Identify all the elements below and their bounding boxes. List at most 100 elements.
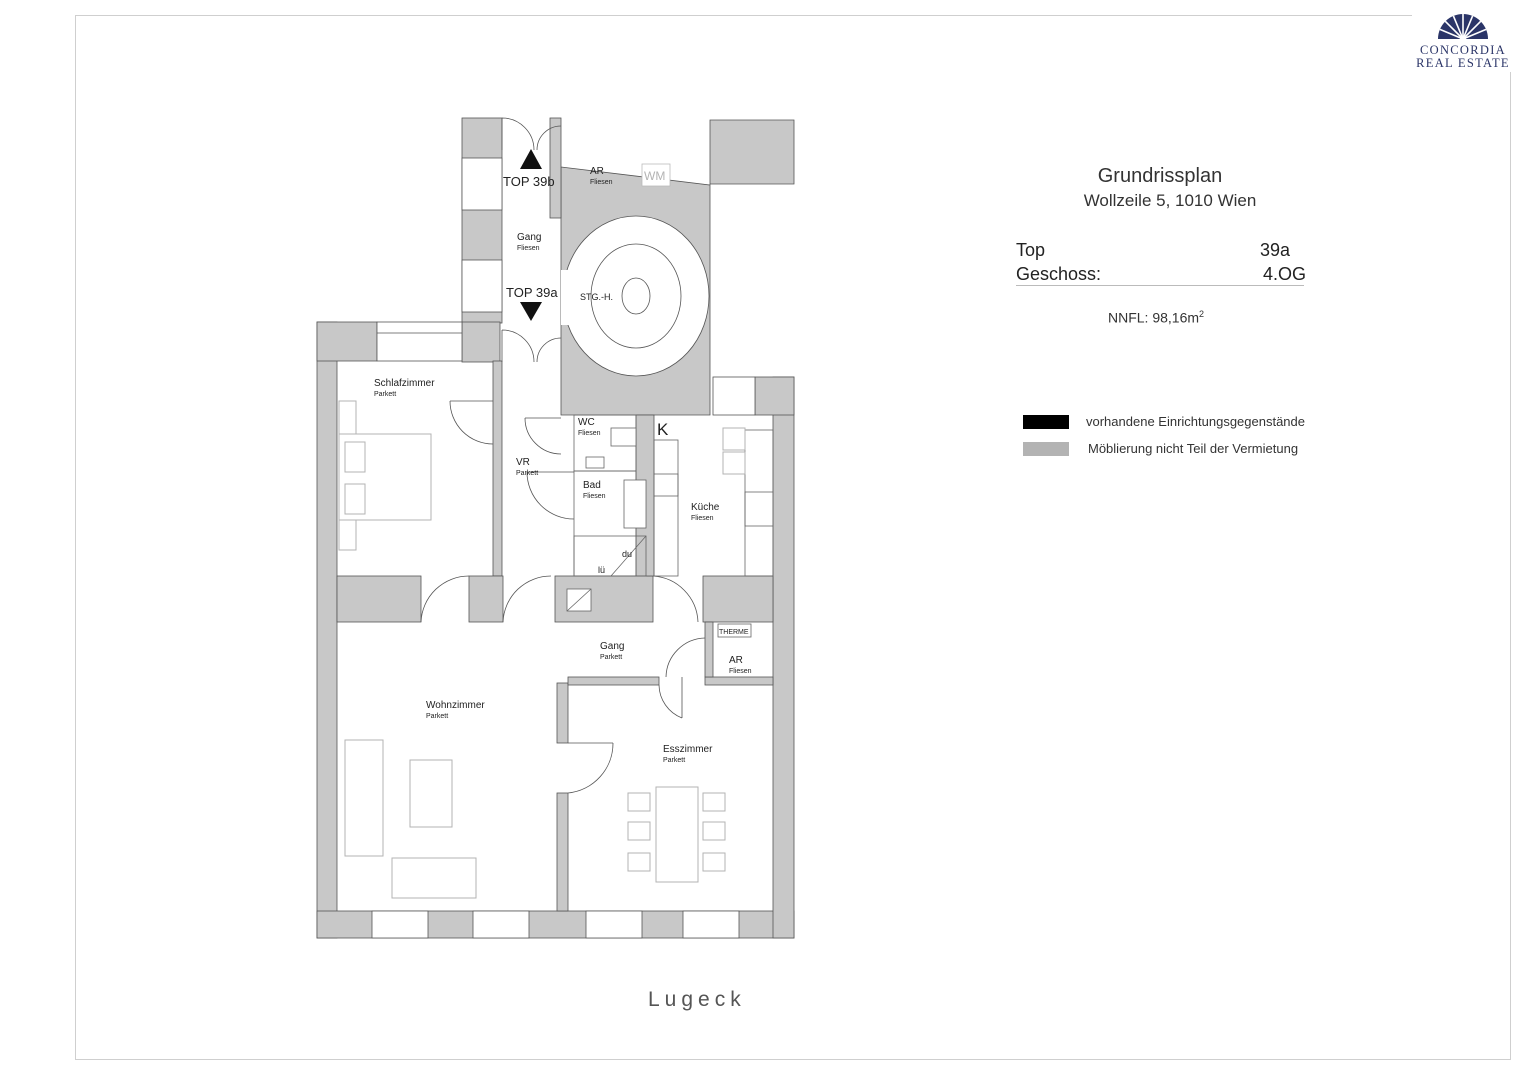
logo-text-line1: CONCORDIA: [1419, 43, 1506, 57]
entrance-markers: [520, 149, 542, 321]
room-floor: Parkett: [374, 391, 396, 398]
room-name: Esszimmer: [663, 744, 713, 755]
stair-inner: [590, 243, 682, 349]
shower-label: du: [622, 549, 632, 559]
shower: [573, 535, 647, 577]
vent-label: lü: [598, 565, 605, 575]
room-labels: Schlafzimmer Parkett Wohnzimmer Parkett …: [374, 166, 752, 764]
arrow-down-icon: [520, 302, 542, 321]
dining-table: [655, 786, 699, 883]
wm-label: WM: [644, 169, 665, 183]
kitchen-counter-west: [653, 439, 679, 577]
wall-north-right: [754, 376, 795, 416]
room-name: WC: [578, 417, 595, 428]
floor-value: 4.OG: [1262, 264, 1306, 284]
plan-title: Grundrissplan: [1097, 165, 1223, 187]
wall-north-left: [316, 321, 378, 362]
frame-line-top: [75, 15, 1412, 16]
area-unit-sup: 2: [1199, 309, 1205, 319]
legend-label-furniture: Möblierung nicht Teil der Vermietung: [1088, 441, 1299, 456]
wall-ar-west: [704, 621, 714, 678]
room-name: Schlafzimmer: [374, 378, 435, 389]
wc-basin: [585, 456, 605, 469]
window-kitchen: [712, 376, 756, 416]
wc-toilet: [610, 427, 637, 447]
room-floor: Fliesen: [691, 515, 714, 522]
plan-info: Grundrissplan Wollzeile 5, 1010 Wien Top…: [1010, 164, 1310, 326]
room-floor: Fliesen: [583, 493, 606, 500]
kitchen-stove: [744, 491, 774, 527]
street-name: Lugeck: [648, 988, 746, 1011]
windows: [371, 157, 756, 939]
doors: [420, 117, 706, 794]
wall-ar-south: [704, 676, 774, 686]
k-label: K: [657, 420, 669, 439]
legend-swatch-grey: [1023, 442, 1069, 456]
top-39a-label: TOP 39a: [506, 285, 558, 300]
room-floor: Parkett: [663, 757, 685, 764]
arrow-up-icon: [520, 149, 542, 169]
room-name: AR: [729, 655, 743, 666]
bath-tub: [623, 479, 647, 529]
logo-text-line2: REAL ESTATE: [1416, 56, 1510, 70]
frame-line-right: [1510, 72, 1511, 1060]
therme-box: [717, 623, 752, 638]
window-bedroom: [376, 321, 463, 362]
info-divider: [1016, 285, 1304, 286]
window-living-1: [371, 910, 429, 939]
legend-label-existing: vorhandene Einrichtungsgegenstände: [1086, 414, 1306, 429]
room-name: Gang: [517, 232, 541, 243]
furniture-grey: [338, 400, 746, 899]
room-floor: Parkett: [426, 713, 448, 720]
room-floor: Fliesen: [729, 668, 752, 675]
staircase: [561, 215, 710, 377]
frame-line-left: [75, 15, 76, 1060]
room-name: Küche: [691, 502, 720, 513]
room-floor: Fliesen: [590, 179, 613, 186]
room-floor: Fliesen: [578, 430, 601, 437]
area-label: NNFL: 98,16m: [1108, 309, 1200, 326]
wall-bedroom-south-b: [468, 575, 504, 623]
legend-swatch-black: [1023, 415, 1069, 429]
wall-east: [772, 376, 795, 939]
window-living-2: [472, 910, 530, 939]
room-name: AR: [590, 166, 604, 177]
wall-upper-joint: [461, 321, 501, 363]
room-name: Gang: [600, 641, 624, 652]
sofa: [344, 739, 384, 857]
wall-dining-north: [567, 676, 660, 686]
wall-upper-mid: [549, 117, 562, 219]
kitchen-sink: [653, 473, 679, 497]
room-floor: Parkett: [516, 470, 538, 477]
wall-bedroom-south-a: [336, 575, 422, 623]
stair-label: STG.-H.: [580, 292, 613, 302]
frame-line-bottom: [75, 1059, 1511, 1060]
coffee-table: [409, 759, 453, 828]
company-logo: CONCORDIA REAL ESTATE: [1405, 14, 1521, 72]
stair-eye: [621, 277, 651, 315]
top-label: Top: [1016, 240, 1046, 260]
wall-dining-west-b: [556, 792, 569, 912]
wall-bedroom-east: [492, 360, 503, 577]
window-corridor-1: [461, 157, 503, 211]
wall-kitchen-south: [702, 575, 774, 623]
walls: [316, 117, 795, 939]
window-dining-1: [585, 910, 643, 939]
wet-room-fixtures: [566, 163, 774, 638]
wall-west: [316, 321, 338, 939]
floor-label: Geschoss:: [1016, 264, 1102, 284]
area-info: NNFL: 98,16m2: [1108, 309, 1204, 326]
therme-label: THERME: [719, 629, 749, 636]
fan-logo-icon: [1438, 14, 1488, 40]
washing-machine-box: [641, 163, 671, 187]
kitchen-counter: [744, 429, 774, 577]
room-floor: Parkett: [600, 654, 622, 661]
top-39b-label: TOP 39b: [503, 174, 555, 189]
top-value: 39a: [1259, 240, 1290, 260]
sofa-south: [391, 857, 477, 899]
window-corridor-2: [461, 259, 503, 313]
window-dining-2: [682, 910, 740, 939]
room-name: VR: [516, 457, 530, 468]
